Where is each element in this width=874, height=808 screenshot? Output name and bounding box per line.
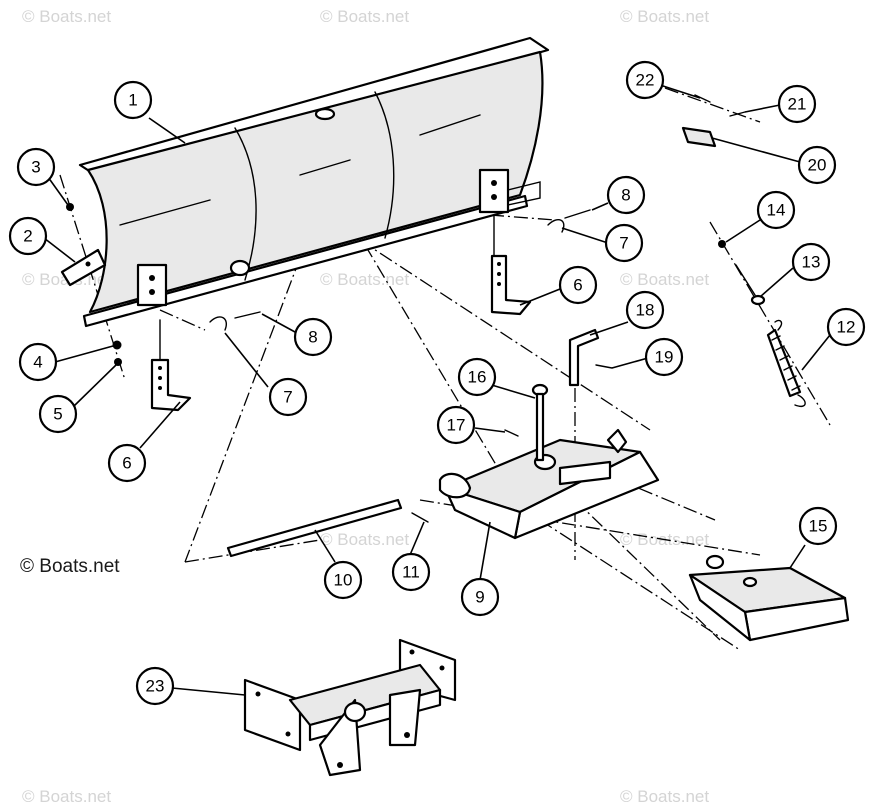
hardware-small [66,203,122,366]
callout-label: 17 [447,416,466,435]
plow-blade [78,36,550,328]
callout-label: 4 [33,353,42,372]
callout-label: 9 [475,588,484,607]
callout-label: 20 [808,156,827,175]
callout-label: 8 [621,186,630,205]
callout-19: 19 [644,337,684,377]
callout-label: 13 [802,253,821,272]
hardware-top-right [681,94,746,148]
watermark: © Boats.net [320,530,409,549]
clip-19 [595,364,613,369]
callout-22: 22 [625,60,665,100]
callout-21: 21 [777,84,817,124]
callout-label: 5 [53,405,62,424]
callout-9: 9 [460,577,500,617]
callout-label: 15 [809,517,828,536]
plow-shoe-left [150,319,192,412]
plow-shoe-right [490,214,532,316]
watermark: © Boats.net [620,787,709,806]
callout-8-left: 8 [293,317,333,357]
watermark: © Boats.net [620,270,709,289]
callout-15: 15 [798,506,838,546]
callout-3: 3 [16,147,56,187]
watermark: © Boats.net [620,7,709,26]
callout-1: 1 [113,80,153,120]
callout-12: 12 [826,307,866,347]
callout-7-right: 7 [604,223,644,263]
cotter-pin [411,512,429,523]
watermark: © Boats.net [22,7,111,26]
watermark: © Boats.net [320,270,409,289]
callout-5: 5 [38,394,78,434]
callout-label: 6 [122,454,131,473]
callout-label: 10 [334,571,353,590]
callout-2: 2 [8,216,48,256]
callout-label: 6 [573,276,582,295]
callout-16: 16 [457,357,497,397]
callout-8-right: 8 [606,175,646,215]
pin-17 [504,429,519,437]
bolt [531,383,549,462]
blade-bracket-right [478,168,541,214]
mounting-bracket [243,638,457,777]
callout-label: 16 [468,368,487,387]
spring [766,319,806,407]
copyright-notice: © Boats.net [20,556,120,577]
callout-label: 7 [619,234,628,253]
callout-label: 8 [308,328,317,347]
lock-pin [568,328,600,387]
callout-label: 1 [128,91,137,110]
callout-18: 18 [625,290,665,330]
callout-6-left: 6 [107,443,147,483]
callout-label: 2 [23,227,32,246]
leader-lines [43,84,831,696]
callout-label: 19 [655,348,674,367]
callout-4: 4 [18,342,58,382]
nut-14 [718,240,726,248]
callout-14: 14 [756,190,796,230]
callout-label: 3 [31,158,40,177]
callout-label: 22 [636,71,655,90]
callout-label: 21 [788,95,807,114]
push-frame [438,428,660,540]
callout-20: 20 [797,145,837,185]
callout-label: 18 [636,301,655,320]
callout-label: 14 [767,201,786,220]
callout-label: 7 [283,388,292,407]
callout-13: 13 [791,242,831,282]
receiver-mount [688,554,850,642]
pivot-rod [226,498,403,558]
callout-10: 10 [323,560,363,600]
callout-label: 11 [402,563,420,582]
callout-6-right: 6 [558,265,598,305]
callout-7-left: 7 [268,377,308,417]
callout-17: 17 [436,405,476,445]
skid-plate [60,248,107,287]
callout-label: 12 [837,318,856,337]
watermark: © Boats.net [22,787,111,806]
pins [209,209,591,331]
callout-23: 23 [135,666,175,706]
watermark: © Boats.net [320,7,409,26]
callout-label: 23 [146,677,165,696]
eye-bolt [735,264,766,306]
blade-bracket-left [136,263,168,307]
callout-11: 11 [391,552,431,592]
